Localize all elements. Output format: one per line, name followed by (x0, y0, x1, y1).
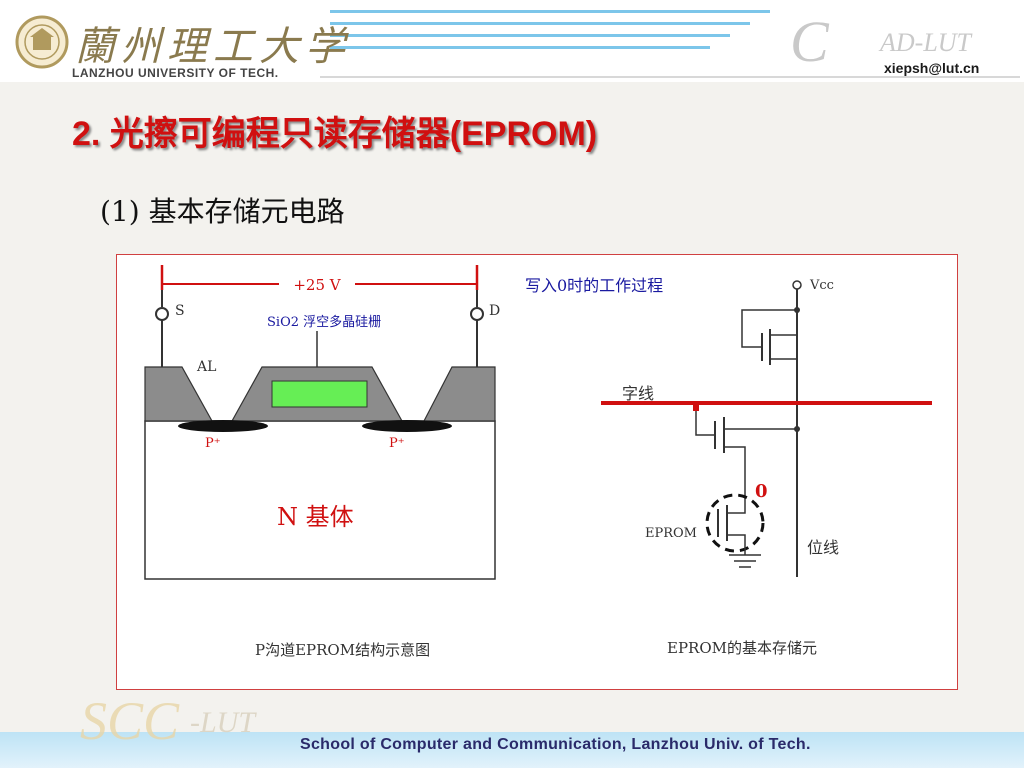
bit-line-label: 位线 (807, 538, 839, 557)
right-diagram-caption: EPROM的基本存储元 (667, 639, 817, 657)
process-title: 写入0时的工作过程 (525, 276, 663, 295)
vcc-terminal (792, 280, 802, 290)
vcc-label: Vcc (809, 278, 834, 293)
word-line-label: 字线 (622, 384, 654, 403)
p-plus-region-left (178, 420, 268, 432)
zero-value: 0 (755, 481, 768, 502)
word-line-node (693, 405, 699, 411)
cad-logo-suffix: AD-LUT (880, 28, 972, 57)
p-plus-region-right (362, 420, 452, 432)
slide-subtitle: (1) 基本存储元电路 (100, 195, 345, 228)
substrate-label: N 基体 (277, 503, 354, 531)
n-substrate (144, 420, 496, 580)
eprom-label: EPROM (645, 526, 697, 541)
diagram-frame: +25 V S D SiO2 浮空多晶硅栅 AL N 基体 P⁺ P⁺ P沟道E… (116, 254, 958, 690)
university-seal-icon (15, 15, 69, 69)
author-email: xiepsh@lut.cn (884, 60, 980, 76)
floating-gate (271, 380, 368, 408)
scc-logo-suffix: -LUT (190, 706, 256, 739)
source-label: S (175, 303, 185, 319)
footer-band (0, 732, 1024, 768)
p-plus-label-right: P⁺ (389, 436, 405, 451)
al-label: AL (196, 359, 216, 375)
p-plus-label-left: P⁺ (205, 436, 221, 451)
voltage-label: +25 V (293, 276, 341, 294)
eprom-storage-cell-circuit: 写入0时的工作过程 Vcc 字线 0 EPROM (525, 276, 932, 657)
university-name-en: LANZHOU UNIVERSITY OF TECH. (72, 66, 279, 80)
footer-school-name: School of Computer and Communication, La… (300, 736, 811, 753)
header-stripe (330, 10, 770, 13)
drain-label: D (489, 303, 500, 319)
eprom-cross-section: +25 V S D SiO2 浮空多晶硅栅 AL N 基体 P⁺ P⁺ P沟道E… (144, 265, 500, 659)
drain-terminal (470, 307, 484, 321)
scc-logo: SCC (80, 691, 180, 751)
header-rule (320, 76, 1020, 78)
header-stripe (330, 34, 730, 37)
slide-title: 2. 光擦可编程只读存储器(EPROM) (72, 115, 598, 153)
cad-logo: C (790, 9, 829, 74)
eprom-highlight-circle (705, 493, 765, 553)
header-stripe (330, 46, 710, 49)
header-banner (0, 0, 1024, 82)
university-name-cn: 蘭州理工大学 (75, 24, 351, 70)
header-stripe (330, 22, 750, 25)
left-diagram-caption: P沟道EPROM结构示意图 (255, 641, 430, 659)
eprom-diagram: +25 V S D SiO2 浮空多晶硅栅 AL N 基体 P⁺ P⁺ P沟道E… (144, 265, 932, 659)
al-contact-left (144, 366, 214, 422)
source-terminal (155, 307, 169, 321)
gate-label: SiO2 浮空多晶硅栅 (267, 314, 381, 330)
al-contact-right (423, 366, 496, 422)
